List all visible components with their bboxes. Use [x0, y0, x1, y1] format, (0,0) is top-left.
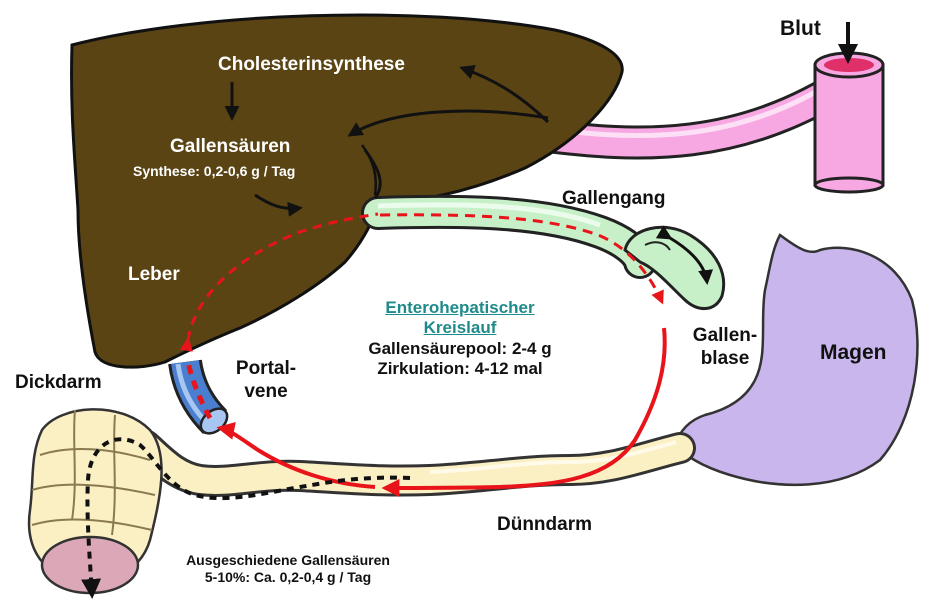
- blood-vessel: [523, 51, 885, 194]
- label-gallenblase: Gallen- blase: [688, 325, 762, 371]
- gallbladder: [623, 225, 726, 310]
- label-kreislauf: Enterohepatischer Kreislauf Gallensäurep…: [350, 298, 570, 380]
- label-synthese-rate: Synthese: 0,2-0,6 g / Tag: [133, 163, 296, 179]
- label-dickdarm: Dickdarm: [15, 372, 102, 393]
- label-gallensaeurepool: Gallensäurepool: 2-4 g: [368, 338, 552, 358]
- label-magen: Magen: [820, 341, 887, 364]
- synthesis-arrows: [224, 22, 858, 217]
- label-leber: Leber: [128, 264, 180, 285]
- label-gallengang: Gallengang: [562, 188, 666, 209]
- label-kreislauf-line1: Enterohepatischer: [385, 298, 535, 317]
- label-blut: Blut: [780, 17, 821, 40]
- stomach-shape: [673, 233, 919, 487]
- label-gallenblase-line2: blase: [700, 347, 750, 369]
- label-cholesterinsynthese: Cholesterinsynthese: [218, 54, 405, 75]
- label-portalvene-line2: vene: [244, 380, 288, 402]
- label-portalvene-line1: Portal-: [235, 358, 297, 379]
- label-ausgeschieden: Ausgeschiedene Gallensäuren 5-10%: Ca. 0…: [168, 552, 408, 586]
- label-zirkulation: Zirkulation: 4-12 mal: [377, 359, 543, 379]
- large-intestine: [27, 408, 163, 595]
- liver-shape: [70, 13, 624, 369]
- label-ausgeschieden-line1: Ausgeschiedene Gallensäuren: [186, 552, 390, 568]
- circulation-arrows: [179, 212, 667, 497]
- portal-vein: [168, 359, 229, 435]
- label-kreislauf-line2: Kreislauf: [423, 318, 497, 338]
- excretion-path: [81, 437, 411, 599]
- liver-fold: [361, 144, 377, 196]
- label-duenndarm: Dünndarm: [497, 514, 592, 535]
- label-gallenblase-line1: Gallen-: [692, 325, 758, 346]
- label-portalvene: Portal- vene: [226, 358, 306, 404]
- label-gallensaeuren: Gallensäuren: [170, 136, 291, 157]
- small-intestine: [129, 429, 696, 497]
- label-ausgeschieden-line2: 5-10%: Ca. 0,2-0,4 g / Tag: [204, 568, 372, 585]
